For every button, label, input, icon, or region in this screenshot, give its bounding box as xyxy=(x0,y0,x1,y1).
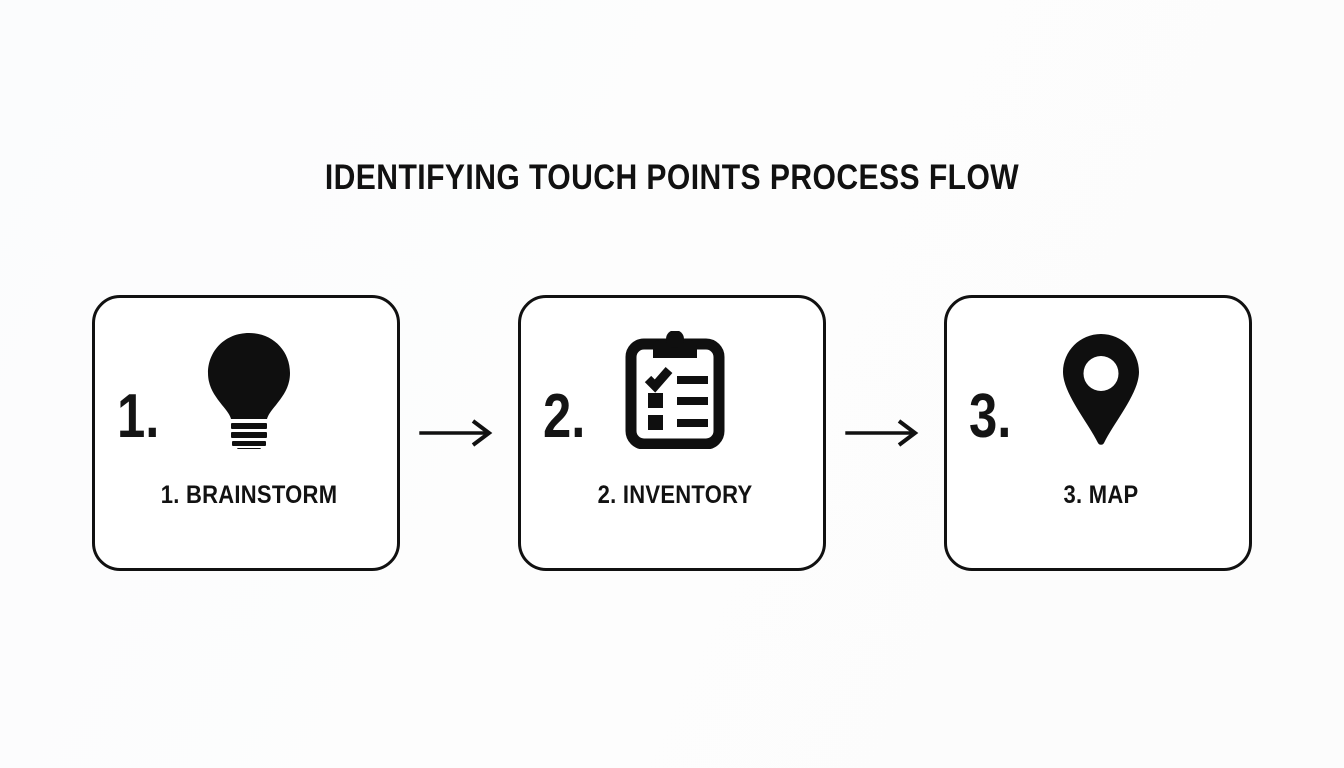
step-number-3: 3. xyxy=(969,382,1012,451)
flow-connector-1 xyxy=(411,413,507,453)
step-icon-slot-1 xyxy=(95,330,403,450)
map-pin-icon xyxy=(1063,334,1139,445)
arrow-right-icon xyxy=(845,419,919,447)
flow-connector-2 xyxy=(837,413,933,453)
clipboard-checklist-icon xyxy=(625,331,725,449)
step-number-1: 1. xyxy=(117,382,160,451)
step-label-2: 2. INVENTORY xyxy=(597,481,753,509)
process-flow-row: 1. 1. BRAINSTORM 2. xyxy=(92,295,1252,571)
step-icon-slot-3 xyxy=(947,330,1255,450)
step-card-3[interactable]: 3. 3. MAP xyxy=(944,295,1252,571)
step-number-2: 2. xyxy=(543,382,586,451)
step-card-1[interactable]: 1. 1. BRAINSTORM xyxy=(92,295,400,571)
lightbulb-icon xyxy=(208,333,290,449)
page-title: IDENTIFYING TOUCH POINTS PROCESS FLOW xyxy=(324,158,1020,197)
step-icon-slot-2 xyxy=(521,330,829,450)
arrow-right-icon xyxy=(419,419,493,447)
step-card-2[interactable]: 2. 2. xyxy=(518,295,826,571)
step-label-1: 1. BRAINSTORM xyxy=(160,481,338,509)
step-label-3: 3. MAP xyxy=(1063,481,1139,509)
